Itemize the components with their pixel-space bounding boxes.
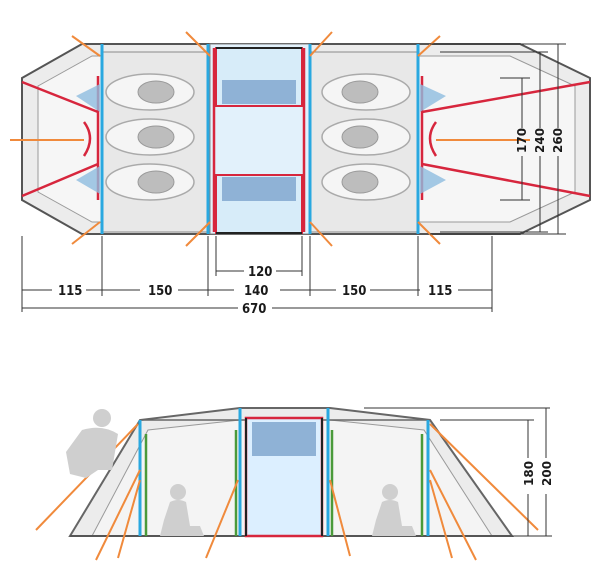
dim-140: 140 xyxy=(244,284,268,299)
dim-260: 260 xyxy=(551,128,565,153)
dim-115-left: 115 xyxy=(58,284,82,299)
dim-200: 200 xyxy=(540,461,554,486)
dim-115-right: 115 xyxy=(428,284,452,299)
dim-150-right: 150 xyxy=(342,284,366,299)
dim-170: 170 xyxy=(515,128,529,153)
dim-670: 670 xyxy=(242,302,266,317)
person-silhouette-icon xyxy=(66,409,416,536)
side-view: 180 200 xyxy=(35,407,554,561)
dim-180: 180 xyxy=(522,461,536,486)
dim-240: 240 xyxy=(533,128,547,153)
dim-120: 120 xyxy=(248,265,272,280)
plan-view: 115 150 140 150 115 120 670 170 240 260 xyxy=(10,31,591,317)
dim-150-left: 150 xyxy=(148,284,172,299)
